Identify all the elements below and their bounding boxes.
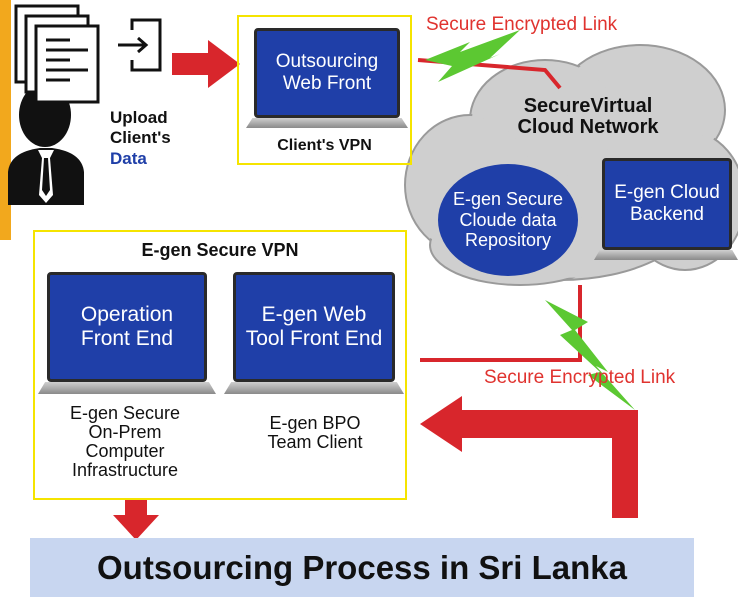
upload-label-line2: Client's (110, 128, 171, 148)
upload-label-line3: Data (110, 148, 147, 168)
operation-laptop-base (38, 382, 216, 394)
onprem-caption: E-gen Secure On-Prem Computer Infrastruc… (69, 403, 181, 480)
cloud-title: SecureVirtual Cloud Network (517, 95, 659, 138)
web-front-laptop-base (246, 118, 408, 128)
egen-vpn-title: E-gen Secure VPN (141, 240, 299, 260)
document-stack-icon (14, 4, 100, 104)
left-edge-bar (0, 0, 11, 240)
return-arrow (420, 396, 638, 518)
person-icon (8, 83, 84, 205)
upload-arrow (172, 40, 240, 88)
cloud-backend-screen: E-gen Cloud Backend (602, 158, 732, 250)
title-banner: Outsourcing Process in Sri Lanka (30, 538, 694, 597)
banner-title: Outsourcing Process in Sri Lanka (97, 548, 627, 586)
down-arrow (113, 500, 159, 540)
web-tool-front-end-screen: E-gen Web Tool Front End (233, 272, 395, 382)
clients-vpn-caption: Client's VPN (277, 137, 372, 154)
upload-label: Upload Client's Data (110, 108, 171, 169)
upload-label-line1: Upload (110, 108, 168, 127)
repository-circle: E-gen Secure Cloude data Repository (438, 164, 578, 276)
bpo-team-caption: E-gen BPO Team Client (267, 413, 363, 452)
secure-link-label-top: Secure Encrypted Link (426, 14, 618, 35)
secure-link-label-bottom: Secure Encrypted Link (484, 367, 676, 388)
cloud-backend-laptop-base (594, 250, 738, 260)
upload-icon (118, 18, 162, 72)
operation-front-end-screen: Operation Front End (47, 272, 207, 382)
web-front-screen: Outsourcing Web Front (254, 28, 400, 118)
lightning-bolt-top (425, 30, 520, 82)
web-tool-laptop-base (224, 382, 404, 394)
lightning-bolt-bottom (545, 300, 635, 410)
clients-vpn-frame (237, 15, 412, 165)
egen-vpn-frame (33, 230, 407, 500)
